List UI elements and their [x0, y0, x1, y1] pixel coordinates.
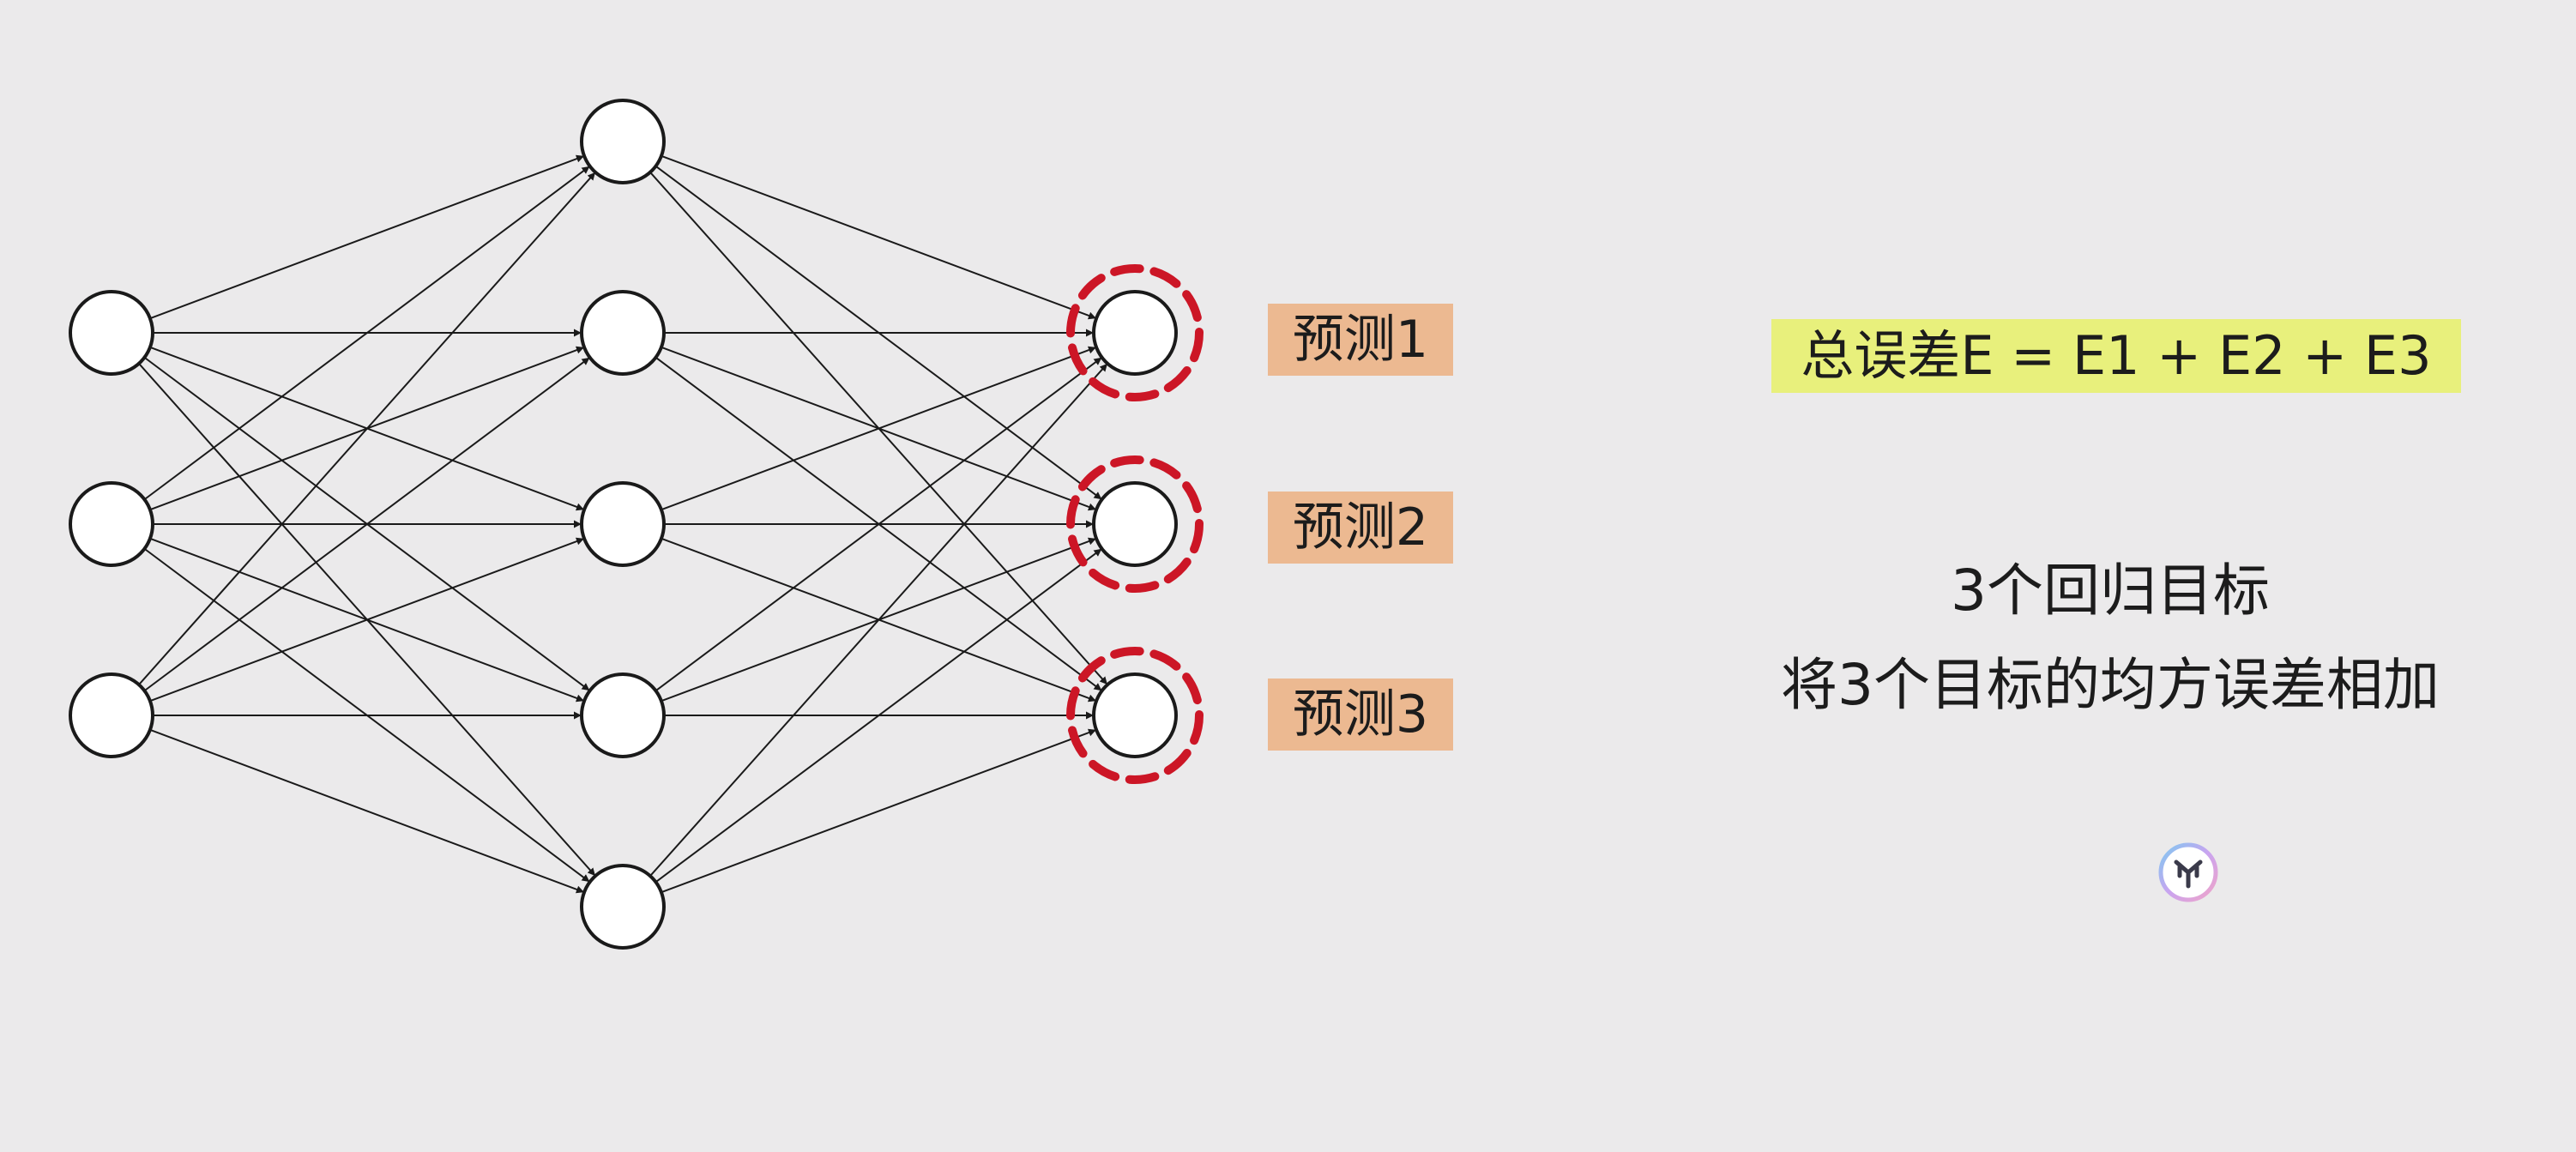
highlight-ring-1	[1066, 264, 1204, 401]
node-layer3-2	[1092, 481, 1178, 567]
node-layer3-3	[1092, 673, 1178, 758]
edge-l2-4-to-l3-1	[655, 357, 1102, 692]
node-layer2-4	[580, 673, 666, 758]
node-layer1-1	[69, 290, 154, 376]
total-error-formula: 总误差E = E1 + E2 + E3	[1771, 319, 2461, 393]
note-sum-mse: 将3个目标的均方误差相加	[1781, 652, 2440, 718]
highlight-ring-2	[1066, 455, 1204, 593]
edge-l2-3-to-l3-1	[661, 346, 1096, 511]
node-layer2-3	[580, 481, 666, 567]
edge-l1-3-to-l2-5	[149, 728, 584, 894]
highlight-ring-3	[1066, 647, 1204, 784]
node-layer1-2	[69, 481, 154, 567]
node-layer2-1	[580, 99, 666, 184]
node-layer1-3	[69, 673, 154, 758]
edge-l1-3-to-l2-3	[149, 537, 584, 703]
prediction-label-3: 预测3	[1268, 679, 1453, 751]
prediction-label-2: 预测2	[1268, 492, 1453, 564]
node-layer2-5	[580, 864, 666, 950]
prediction-label-1: 预测1	[1268, 304, 1453, 376]
node-layer2-2	[580, 290, 666, 376]
edge-l1-2-to-l2-1	[143, 166, 590, 501]
edge-l2-5-to-l3-2	[655, 548, 1102, 884]
note-regression-targets: 3个回归目标	[1951, 558, 2270, 624]
edge-l1-3-to-l2-1	[138, 172, 596, 685]
logo-badge-icon	[2158, 842, 2218, 902]
node-layer3-1	[1092, 290, 1178, 376]
edge-l2-5-to-l3-1	[649, 363, 1108, 877]
edge-l2-5-to-l3-3	[661, 728, 1096, 894]
edge-l1-1-to-l2-1	[149, 154, 584, 320]
edge-l2-1-to-l3-1	[661, 154, 1096, 320]
edge-l1-3-to-l2-2	[143, 357, 590, 692]
